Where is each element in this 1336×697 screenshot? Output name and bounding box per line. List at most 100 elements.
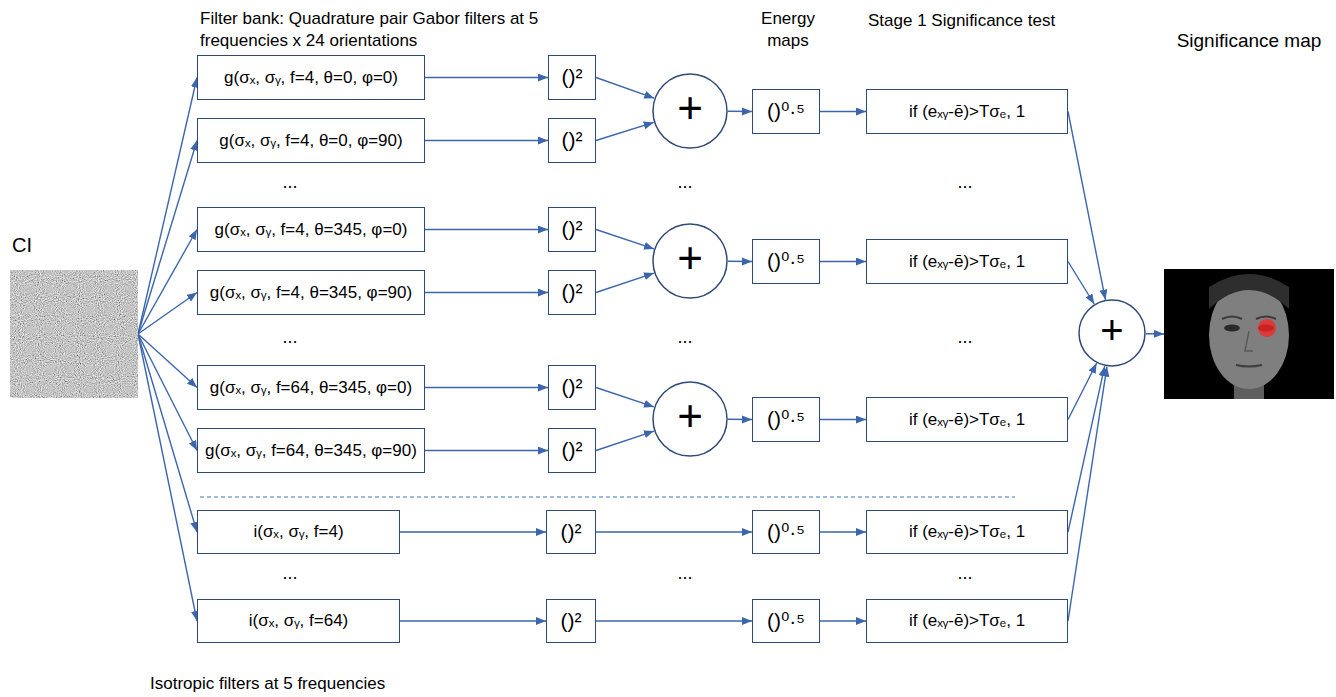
node-label: ()²: [562, 438, 583, 462]
sqrt-box: ()⁰·⁵: [752, 510, 820, 554]
arrow-connector: [596, 388, 654, 407]
ellipsis: ...: [265, 326, 315, 349]
arrow-connector: [138, 293, 197, 335]
isotropic-filter-box: i(σₓ, σᵧ, f=64): [197, 599, 400, 643]
sum-sign: +: [677, 236, 703, 280]
annotation: Stage 1 Significance test: [868, 10, 1055, 32]
arrow-connector: [728, 261, 752, 263]
annotation: Filter bank: Quadrature pair Gabor filte…: [200, 8, 552, 52]
arrow-connector: [596, 431, 654, 450]
node-label: ()²: [562, 217, 583, 241]
node-label: g(σₓ, σᵧ, f=4, θ=345, φ=0): [215, 220, 408, 240]
arrow-connector: [820, 261, 866, 262]
node-label: g(σₓ, σᵧ, f=4, θ=0, φ=0): [224, 68, 398, 88]
arrow-connector: [820, 111, 866, 112]
arrow-connector: [425, 450, 548, 451]
ellipsis: ...: [660, 326, 710, 349]
arrow-connector: [728, 111, 752, 113]
square-box: ()²: [548, 428, 596, 473]
sqrt-box: ()⁰·⁵: [752, 599, 820, 643]
arrow-connector: [400, 620, 546, 621]
square-box: ()²: [548, 270, 596, 315]
square-box: ()²: [546, 599, 596, 643]
square-box: ()²: [548, 55, 596, 100]
arrow-connector: [820, 531, 866, 532]
arrow-connector: [138, 334, 197, 621]
image-label: CI: [12, 234, 32, 257]
noise-image: [10, 270, 138, 398]
ellipsis: ...: [660, 171, 710, 194]
node-label: if (eₓᵧ-ē)>Tσₑ, 1: [909, 611, 1025, 631]
ellipsis: ...: [265, 562, 315, 585]
significance-test-box: if (eₓᵧ-ē)>Tσₑ, 1: [866, 510, 1068, 554]
sum-circle: +: [652, 223, 728, 299]
gabor-filter-box: g(σₓ, σᵧ, f=4, θ=0, φ=0): [197, 55, 425, 100]
square-box: ()²: [548, 207, 596, 252]
sum-circle: +: [1078, 299, 1146, 367]
annotation: Energy maps: [748, 8, 828, 52]
gabor-filter-box: g(σₓ, σᵧ, f=4, θ=0, φ=90): [197, 118, 425, 163]
node-label: i(σₓ, σᵧ, f=64): [249, 611, 349, 631]
square-box: ()²: [548, 118, 596, 163]
significance-test-box: if (eₓᵧ-ē)>Tσₑ, 1: [866, 599, 1068, 643]
node-label: ()²: [561, 520, 582, 544]
classification-image: CI: [10, 270, 138, 398]
ellipsis: ...: [940, 562, 990, 585]
arrow-connector: [138, 141, 197, 335]
arrow-connector: [820, 419, 866, 420]
node-label: ()⁰·⁵: [767, 249, 805, 273]
node-label: if (eₓᵧ-ē)>Tσₑ, 1: [909, 252, 1025, 272]
sqrt-box: ()⁰·⁵: [752, 89, 820, 134]
node-label: ()⁰·⁵: [767, 407, 805, 431]
arrow-connector: [596, 620, 752, 621]
gabor-filter-box: g(σₓ, σᵧ, f=4, θ=345, φ=90): [197, 270, 425, 315]
square-box: ()²: [546, 510, 596, 554]
ellipsis: ...: [940, 326, 990, 349]
arrow-connector: [596, 122, 654, 140]
node-label: g(σₓ, σᵧ, f=4, θ=345, φ=90): [210, 283, 412, 303]
node-label: ()²: [562, 375, 583, 399]
arrow-connector: [138, 78, 197, 335]
isotropic-filter-box: i(σₓ, σᵧ, f=4): [197, 510, 400, 554]
arrow-connector: [425, 140, 548, 141]
arrow-connector: [596, 273, 654, 292]
node-label: ()⁰·⁵: [767, 520, 805, 544]
arrow-connector: [425, 387, 548, 388]
node-label: g(σₓ, σᵧ, f=64, θ=345, φ=90): [205, 441, 417, 461]
sqrt-box: ()⁰·⁵: [752, 397, 820, 442]
separator-line: [200, 496, 1015, 497]
significance-test-box: if (eₓᵧ-ē)>Tσₑ, 1: [866, 239, 1068, 284]
arrow-connector: [820, 620, 866, 621]
arrow-connector: [138, 230, 197, 335]
significance-test-box: if (eₓᵧ-ē)>Tσₑ, 1: [866, 89, 1068, 134]
ellipsis: ...: [660, 562, 710, 585]
node-label: ()²: [562, 65, 583, 89]
ellipsis: ...: [940, 171, 990, 194]
significance-test-box: if (eₓᵧ-ē)>Tσₑ, 1: [866, 397, 1068, 442]
arrow-connector: [425, 77, 548, 78]
square-box: ()²: [548, 365, 596, 410]
arrow-connector: [425, 229, 548, 230]
arrow-connector: [596, 230, 654, 249]
significance-map-image: Significance map: [1164, 269, 1334, 399]
gabor-filter-box: g(σₓ, σᵧ, f=4, θ=345, φ=0): [197, 207, 425, 252]
node-label: ()⁰·⁵: [767, 609, 805, 633]
arrow-connector: [400, 531, 546, 532]
arrow-connector: [425, 292, 548, 293]
arrow-connector: [596, 531, 752, 532]
sqrt-box: ()⁰·⁵: [752, 239, 820, 284]
arrow-connector: [1068, 363, 1097, 419]
node-label: if (eₓᵧ-ē)>Tσₑ, 1: [909, 410, 1025, 430]
arrow-connector: [728, 419, 752, 421]
sum-circle: +: [652, 381, 728, 457]
arrow-connector: [1068, 367, 1107, 621]
face-image: [1164, 269, 1334, 399]
node-label: if (eₓᵧ-ē)>Tσₑ, 1: [909, 522, 1025, 542]
arrow-connector: [138, 334, 197, 532]
node-label: if (eₓᵧ-ē)>Tσₑ, 1: [909, 102, 1025, 122]
sum-sign: +: [1100, 310, 1123, 350]
node-label: g(σₓ, σᵧ, f=4, θ=0, φ=90): [219, 131, 402, 151]
arrow-connector: [1146, 333, 1164, 335]
sum-sign: +: [677, 394, 703, 438]
annotation: Isotropic filters at 5 frequencies: [150, 673, 385, 695]
